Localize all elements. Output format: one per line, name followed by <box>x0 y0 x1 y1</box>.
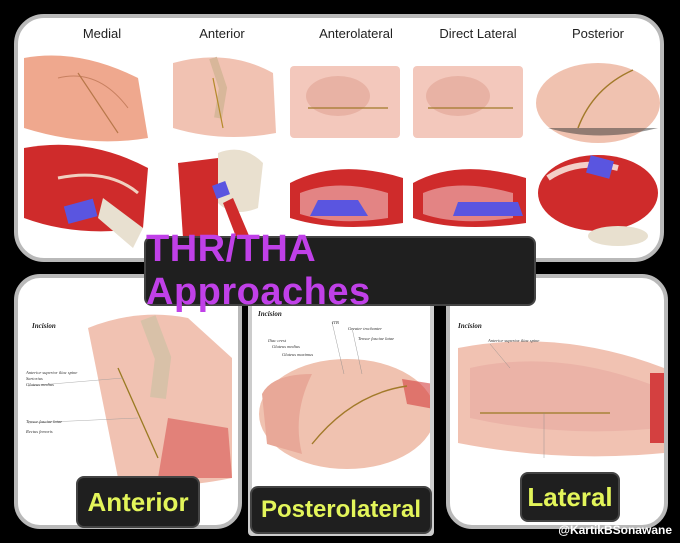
anterior-label: Anterior <box>87 486 189 517</box>
lateral-label: Lateral <box>527 481 613 512</box>
lateral-incision-illustration <box>458 341 664 458</box>
posterolateral-label-banner: Posterolateral <box>250 486 432 534</box>
label-gluteus-maximus: Gluteus maximus <box>282 352 314 357</box>
anterior-muscle-illustration <box>178 149 263 242</box>
column-label-anterolateral: Anterolateral <box>319 26 393 41</box>
incision-heading: Incision <box>458 322 482 330</box>
page-title: THR/THA Approaches <box>146 228 371 313</box>
label-asis: Anterior superior iliac spine <box>488 338 540 343</box>
medial-skin-illustration <box>24 55 148 142</box>
anterolateral-muscle-illustration <box>290 169 403 227</box>
column-label-medial: Medial <box>82 26 122 41</box>
anterolateral-skin-illustration <box>290 66 400 138</box>
approach-comparison-panel: Medial Anterior Anterolateral Direct Lat… <box>14 14 664 262</box>
title-banner: THR/THA Approaches <box>144 228 536 313</box>
direct-lateral-muscle-illustration <box>413 169 526 227</box>
posterolateral-incision-illustration <box>259 321 430 469</box>
label-gluteus-medius: Gluteus medius <box>26 382 54 387</box>
posterolateral-label: Posterolateral <box>260 496 422 523</box>
label-sartorius: Sartorius <box>26 376 43 381</box>
incision-heading: Incision <box>258 310 282 318</box>
label-iliac-crest: Iliac crest <box>268 338 286 343</box>
lateral-label-banner: Lateral <box>520 472 620 522</box>
direct-lateral-skin-illustration <box>413 66 523 138</box>
column-label-direct-lateral: Direct Lateral <box>439 26 517 41</box>
posterior-muscle-illustration <box>538 155 658 246</box>
medial-muscle-illustration <box>24 144 148 248</box>
anterior-label-banner: Anterior <box>76 476 200 528</box>
approach-illustrations <box>24 55 660 248</box>
author-watermark: @KartikBSonawane <box>558 523 672 537</box>
label-greater-trochanter: Greater trochanter <box>348 326 383 331</box>
incision-heading: Incision <box>32 322 56 330</box>
label-gluteus-medius: Gluteus medius <box>272 344 300 349</box>
column-label-posterior: Posterior <box>571 26 625 41</box>
anterior-incision-illustration <box>27 314 232 486</box>
label-itb: ITB <box>332 320 339 325</box>
posterior-skin-illustration <box>536 63 660 143</box>
column-label-anterior: Anterior <box>199 26 245 41</box>
anterior-skin-illustration <box>173 56 276 137</box>
label-asis: Anterior superior iliac spine <box>26 370 78 375</box>
label-tfl: Tensor fasciae latae <box>358 336 395 341</box>
label-rectus-femoris: Rectus femoris <box>26 429 53 434</box>
label-tfl: Tensor fasciae latae <box>26 419 63 424</box>
